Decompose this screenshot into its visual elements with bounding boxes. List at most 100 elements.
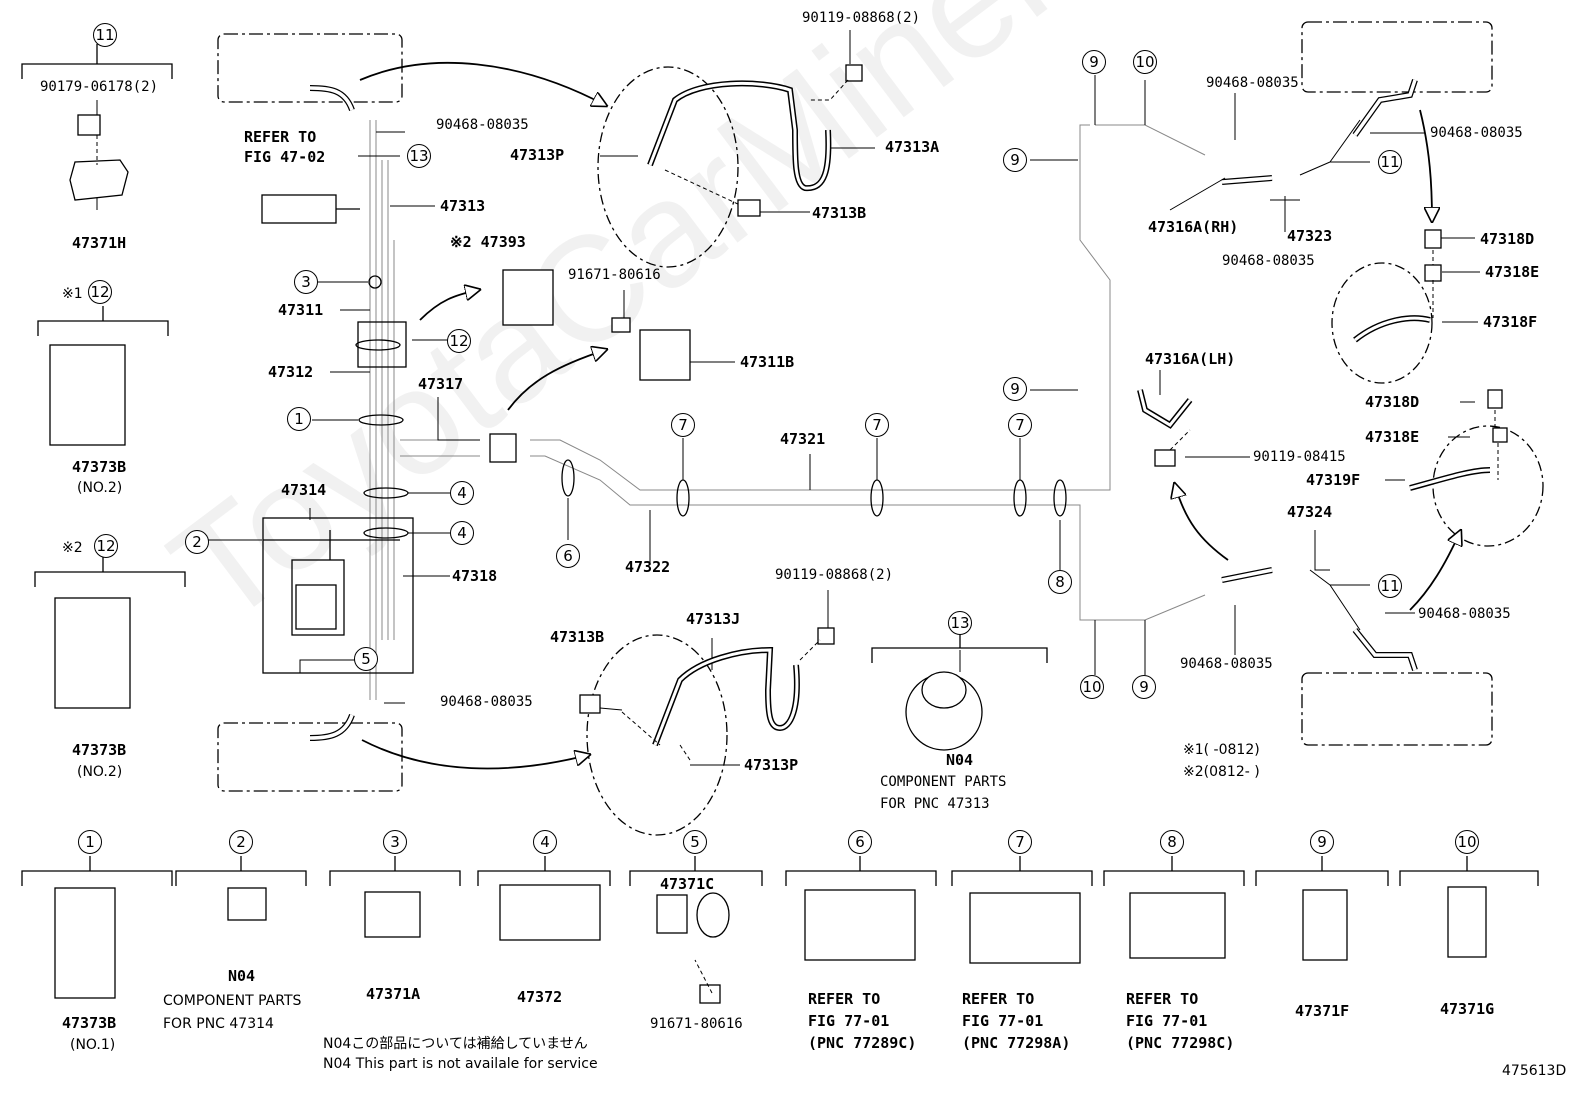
- part-90179-06178: 90179-06178(2): [40, 79, 159, 95]
- callout-7: 7: [1008, 413, 1032, 437]
- refer-fig-line2: FIG 47-02: [244, 148, 326, 166]
- part-47371H: 47371H: [72, 234, 127, 252]
- part-47314: 47314: [281, 481, 327, 499]
- part-47318F: 47318F: [1483, 313, 1538, 331]
- callout-7: 7: [671, 413, 695, 437]
- callout-10: 10: [1133, 50, 1157, 74]
- n04-desc-a-line2: FOR PNC 47313: [880, 796, 990, 812]
- callout-9: 9: [1003, 148, 1027, 172]
- part-47373B-no1-sub: (NO.1): [70, 1037, 116, 1053]
- part-47318D-a: 47318D: [1480, 230, 1535, 248]
- callout-7: 7: [1008, 830, 1032, 854]
- n04-label-b: N04: [228, 967, 256, 985]
- callout-8: 8: [1160, 830, 1184, 854]
- callout-4: 4: [450, 481, 474, 505]
- part-90468-08035-f: 90468-08035: [1418, 606, 1511, 622]
- part-90119-08868-a: 90119-08868(2): [802, 10, 921, 26]
- callout-6: 6: [556, 544, 580, 568]
- ref6-line1: REFER TO: [808, 990, 881, 1008]
- callout-10: 10: [1080, 675, 1104, 699]
- part-47313P-b: 47313P: [744, 756, 799, 774]
- ref6-line2: FIG 77-01: [808, 1012, 890, 1030]
- part-47313B-b: 47313B: [550, 628, 605, 646]
- part-90119-08868-b: 90119-08868(2): [775, 567, 894, 583]
- ref8-line2: FIG 77-01: [1126, 1012, 1208, 1030]
- ref7-line3: (PNC 77298A): [962, 1034, 1071, 1052]
- callout-12: 12: [94, 534, 118, 558]
- part-47322: 47322: [625, 558, 671, 576]
- part-90119-08415: 90119-08415: [1253, 449, 1346, 465]
- callout-4: 4: [533, 830, 557, 854]
- part-90468-08035-g: 90468-08035: [1180, 656, 1273, 672]
- note-english: N04 This part is not availale for servic…: [323, 1056, 598, 1072]
- ref6-line3: (PNC 77289C): [808, 1034, 917, 1052]
- part-47321: 47321: [780, 430, 826, 448]
- part-47313: 47313: [440, 197, 486, 215]
- callout-2: 2: [185, 530, 209, 554]
- part-47311B: 47311B: [740, 353, 795, 371]
- part-47318E-b: 47318E: [1365, 428, 1420, 446]
- part-47371F: 47371F: [1295, 1002, 1350, 1020]
- part-47323: 47323: [1287, 227, 1333, 245]
- part-47312: 47312: [268, 363, 314, 381]
- part-47313B-a: 47313B: [812, 204, 867, 222]
- callout-5: 5: [683, 830, 707, 854]
- part-47324: 47324: [1287, 503, 1333, 521]
- n04-desc-a-line1: COMPONENT PARTS: [880, 774, 1007, 790]
- callout-8: 8: [1048, 570, 1072, 594]
- callout-2: 2: [229, 830, 253, 854]
- part-47372: 47372: [517, 988, 563, 1006]
- part-90468-08035-b: 90468-08035: [440, 694, 533, 710]
- n04-label-a: N04: [946, 751, 974, 769]
- date-note-1: ※1( -0812): [1183, 742, 1260, 758]
- part-90468-08035-d: 90468-08035: [1430, 125, 1523, 141]
- callout-11: 11: [1378, 150, 1402, 174]
- callout-9: 9: [1003, 377, 1027, 401]
- part-47316A-RH: 47316A(RH): [1148, 218, 1239, 236]
- part-47371G: 47371G: [1440, 1000, 1495, 1018]
- n04-desc-b-line2: FOR PNC 47314: [163, 1016, 274, 1032]
- mark-1: ※1: [62, 286, 83, 302]
- callout-4: 4: [450, 521, 474, 545]
- part-47311: 47311: [278, 301, 324, 319]
- callout-13: 13: [407, 144, 431, 168]
- part-91671-80616-a: 91671-80616: [568, 267, 661, 283]
- part-47373B-no2-a-sub: (NO.2): [77, 480, 123, 496]
- callout-7: 7: [865, 413, 889, 437]
- callout-12: 12: [447, 329, 471, 353]
- part-47319F: 47319F: [1306, 471, 1361, 489]
- part-90468-08035-a: 90468-08035: [436, 117, 529, 133]
- part-47373B-no2-b: 47373B: [72, 741, 127, 759]
- date-note-2: ※2(0812- ): [1183, 764, 1260, 780]
- callout-1: 1: [78, 830, 102, 854]
- ref7-line1: REFER TO: [962, 990, 1035, 1008]
- part-47313J: 47313J: [686, 610, 741, 628]
- part-47317: 47317: [418, 375, 464, 393]
- part-90468-08035-e: 90468-08035: [1222, 253, 1315, 269]
- callout-3: 3: [383, 830, 407, 854]
- part-47318: 47318: [452, 567, 498, 585]
- part-47313P-a: 47313P: [510, 146, 565, 164]
- part-47313A: 47313A: [885, 138, 940, 156]
- callout-6: 6: [848, 830, 872, 854]
- callout-11: 11: [93, 23, 117, 47]
- mark-2: ※2: [62, 540, 83, 556]
- callout-12: 12: [88, 280, 112, 304]
- callout-9: 9: [1082, 50, 1106, 74]
- callout-10: 10: [1455, 830, 1479, 854]
- part-47371A: 47371A: [366, 985, 421, 1003]
- ref8-line3: (PNC 77298C): [1126, 1034, 1235, 1052]
- part-47373B-no2-b-sub: (NO.2): [77, 764, 123, 780]
- callout-1: 1: [287, 407, 311, 431]
- part-47318D-b: 47318D: [1365, 393, 1420, 411]
- part-47393: ※2 47393: [450, 233, 526, 251]
- figure-id: 475613D: [1502, 1063, 1567, 1079]
- part-90468-08035-c: 90468-08035: [1206, 75, 1299, 91]
- callout-13: 13: [948, 611, 972, 635]
- part-47373B-no2-a: 47373B: [72, 458, 127, 476]
- n04-desc-b-line1: COMPONENT PARTS: [163, 993, 302, 1009]
- callout-11: 11: [1378, 574, 1402, 598]
- part-47316A-LH: 47316A(LH): [1145, 350, 1236, 368]
- callout-9: 9: [1132, 675, 1156, 699]
